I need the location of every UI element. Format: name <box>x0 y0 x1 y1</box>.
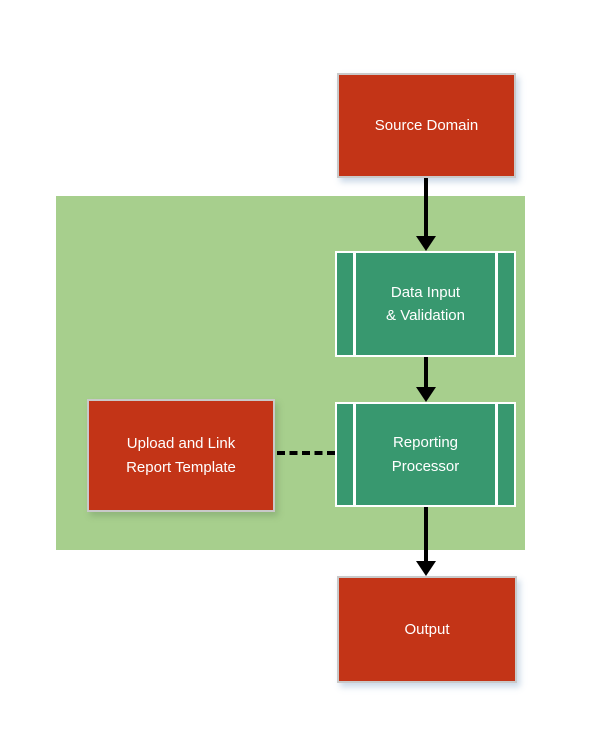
node-data-input-validation: Data Input & Validation <box>335 251 516 357</box>
connector-shaft <box>424 178 428 238</box>
predefined-process-right-stripe <box>495 253 498 355</box>
node-output: Output <box>337 576 517 683</box>
connector-reporting-to-output <box>416 507 436 576</box>
node-source-domain-label: Source Domain <box>374 116 479 134</box>
predefined-process-right-stripe <box>495 404 498 505</box>
node-reporting-processor: Reporting Processor <box>335 402 516 507</box>
node-reporting-processor-label: Reporting Processor <box>391 434 460 475</box>
predefined-process-left-stripe <box>353 404 356 505</box>
node-data-input-validation-label: Data Input & Validation <box>386 283 465 324</box>
node-upload-link-template-label: Upload and Link Report Template <box>126 435 236 476</box>
node-source-domain: Source Domain <box>337 73 516 178</box>
connector-shaft <box>424 357 428 389</box>
connector-shaft <box>424 507 428 563</box>
connector-data-input-to-reporting <box>416 357 436 402</box>
connector-upload-to-reporting-dashed <box>277 451 335 455</box>
predefined-process-left-stripe <box>353 253 356 355</box>
connector-source-to-data-input <box>416 178 436 251</box>
node-output-label: Output <box>404 620 450 638</box>
arrowhead-down-icon <box>416 387 436 402</box>
arrowhead-down-icon <box>416 561 436 576</box>
node-upload-link-template: Upload and Link Report Template <box>87 399 275 512</box>
arrowhead-down-icon <box>416 236 436 251</box>
